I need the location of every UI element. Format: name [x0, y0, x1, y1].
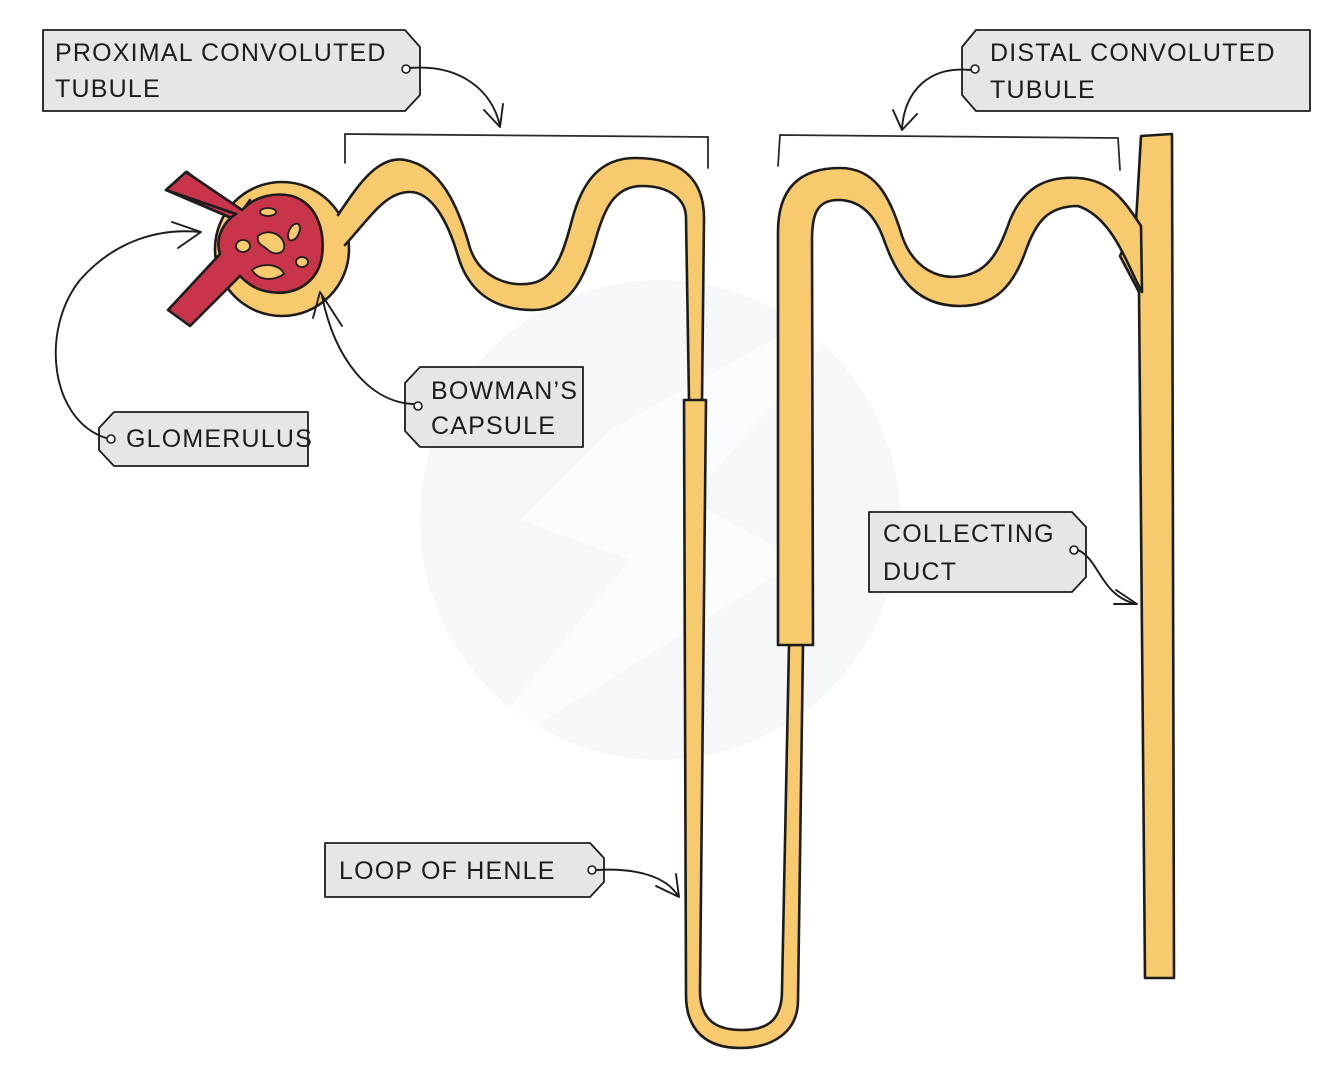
glomerulus — [164, 170, 324, 328]
bowman-label-line2: CAPSULE — [431, 412, 556, 440]
pct-label-line2: TUBULE — [55, 75, 161, 103]
dct-label: DISTAL CONVOLUTED TUBULE — [961, 29, 1311, 112]
dct-label-line2: TUBULE — [990, 76, 1096, 104]
glomerulus-label: GLOMERULUS — [98, 411, 313, 467]
pct-bracket — [344, 133, 709, 169]
watermark — [420, 280, 900, 780]
distal-convoluted-tubule — [776, 166, 1144, 647]
bowman-label-line1: BOWMAN’S — [431, 377, 578, 405]
pct-label: PROXIMAL CONVOLUTED TUBULE — [42, 29, 421, 112]
collecting-label-line1: COLLECTING — [883, 520, 1055, 548]
pct-arrow — [409, 66, 504, 128]
loop-label-line1: LOOP OF HENLE — [339, 857, 556, 885]
bowman-label: BOWMAN’S CAPSULE — [404, 366, 584, 448]
collecting-label-line2: DUCT — [883, 558, 957, 586]
pct-label-line1: PROXIMAL CONVOLUTED — [55, 39, 387, 67]
collecting-arrow — [1077, 549, 1138, 605]
glomerulus-label-line1: GLOMERULUS — [126, 425, 313, 453]
dct-arrow — [892, 68, 971, 131]
loop-label: LOOP OF HENLE — [324, 842, 605, 898]
dct-bracket — [777, 134, 1121, 171]
dct-label-line1: DISTAL CONVOLUTED — [990, 39, 1276, 67]
loop-arrow — [596, 868, 680, 898]
glomerulus-arrow — [54, 221, 202, 439]
collecting-label: COLLECTING DUCT — [868, 511, 1087, 593]
bowman-arrow — [312, 291, 414, 405]
proximal-convoluted-tubule — [336, 156, 706, 402]
